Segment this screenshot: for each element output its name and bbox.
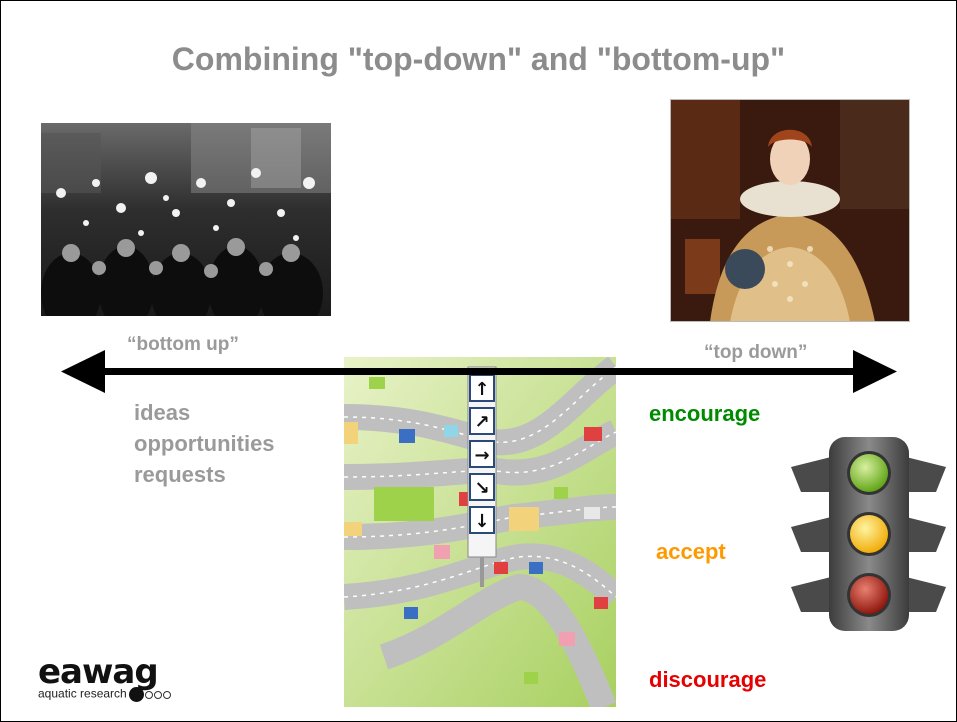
bottom-up-list: ideas opportunities requests [134, 397, 275, 490]
list-item-requests: requests [134, 462, 226, 487]
traffic-light-icon [791, 437, 946, 631]
arrow-up-icon: ↑ [474, 379, 489, 400]
encourage-label: encourage [649, 401, 761, 426]
accept-label: accept [656, 539, 726, 564]
logo-ring-icon [153, 690, 162, 699]
logo-ring-icon [162, 690, 171, 699]
traffic-roads-illustration: ↑ ↗ → ↘ ↓ [344, 357, 616, 707]
logo-name: eawag [38, 652, 159, 692]
list-item-opportunities: opportunities [134, 431, 275, 456]
list-item-ideas: ideas [134, 400, 191, 425]
bottom-up-label: “bottom up” [127, 334, 239, 355]
eawag-logo: eawag aquatic research [38, 652, 171, 702]
logo-ring-icon [144, 690, 153, 699]
logo-dot-icon [128, 687, 144, 702]
arrow-up-right-icon: ↗ [474, 412, 489, 433]
arrow-down-right-icon: ↘ [474, 478, 489, 499]
portrait-painting [670, 99, 910, 322]
logo-tagline: aquatic research [38, 686, 127, 701]
discourage-label: discourage [649, 667, 767, 692]
double-arrow-icon [61, 350, 897, 393]
logo-tagline-row: aquatic research [38, 687, 171, 702]
crowd-photo [41, 123, 331, 316]
top-down-label: “top down” [704, 342, 808, 363]
slide-title: Combining "top-down" and "bottom-up" [171, 41, 786, 77]
arrow-down-icon: ↓ [474, 511, 489, 532]
arrow-right-icon: → [474, 445, 489, 466]
